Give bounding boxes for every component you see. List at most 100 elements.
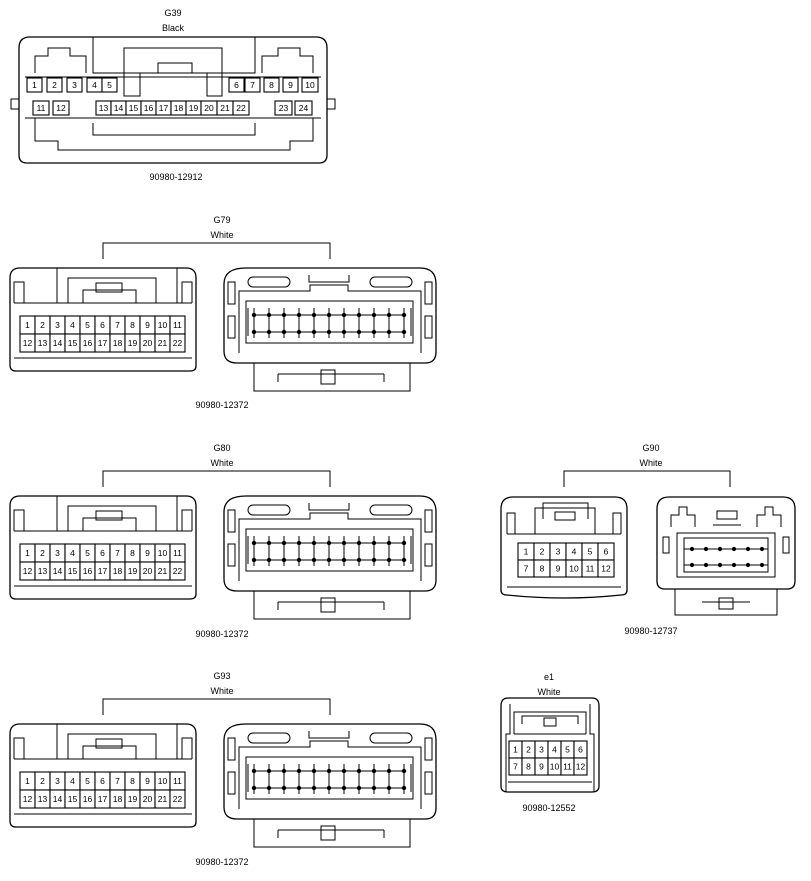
g93-pin-label-17: 17 — [98, 794, 108, 804]
g79-color: White — [210, 230, 233, 240]
g39-pin-label-19: 19 — [189, 103, 199, 113]
g79-pin-label-22: 22 — [173, 338, 183, 348]
g80-pin-label-8: 8 — [130, 548, 135, 558]
g80-pin-label-4: 4 — [70, 548, 75, 558]
e1-pin-12 — [573, 757, 588, 776]
g93-pin-label-22: 22 — [173, 794, 183, 804]
g39-pin-label-22: 22 — [236, 103, 246, 113]
connector-g39: G39 Black 1 2 3 4 5 6 — [10, 8, 336, 182]
g39-pin-label-24: 24 — [299, 103, 309, 113]
e1-pin-label-2: 2 — [526, 745, 531, 755]
g39-pin-label-6: 6 — [234, 80, 239, 90]
g39-pin-22 — [232, 100, 250, 116]
g80-part-number: 90980-12372 — [195, 629, 248, 639]
g39-pin-23 — [274, 100, 293, 116]
g39-pin-label-2: 2 — [52, 80, 57, 90]
g39-pin-label-5: 5 — [107, 80, 112, 90]
g79-pin-label-13: 13 — [38, 338, 48, 348]
g90-pin-label-6: 6 — [604, 547, 609, 557]
g93-pin-label-20: 20 — [143, 794, 153, 804]
g93-pin-label-14: 14 — [53, 794, 63, 804]
g79-pin-label-5: 5 — [85, 320, 90, 330]
g93-pin-label-1: 1 — [25, 776, 30, 786]
g79-pin-label-19: 19 — [128, 338, 138, 348]
g39-pin-6 — [228, 77, 245, 93]
g39-pins: 1 2 3 4 5 6 7 8 9 10 11 12 13 1 — [26, 77, 319, 116]
e1-pin-label-8: 8 — [526, 762, 531, 772]
g79-part-number: 90980-12372 — [195, 400, 248, 410]
g93-pin-label-12: 12 — [23, 794, 33, 804]
g79-pin-label-17: 17 — [98, 338, 108, 348]
g80-pin-label-11: 11 — [173, 548, 182, 558]
g39-code: G39 — [164, 8, 181, 18]
g79-pin-label-8: 8 — [130, 320, 135, 330]
g93-receptacle-view — [223, 723, 437, 848]
g39-pin-label-13: 13 — [99, 103, 109, 113]
g93-pin-label-21: 21 — [158, 794, 168, 804]
e1-color: White — [537, 687, 560, 697]
g93-pin-label-9: 9 — [145, 776, 150, 786]
g39-pin-2 — [46, 77, 63, 93]
g39-pin-10 — [301, 77, 319, 93]
g79-bracket — [102, 242, 331, 259]
g39-part-number: 90980-12912 — [149, 172, 202, 182]
g93-bracket — [102, 698, 331, 715]
g93-pin-label-5: 5 — [85, 776, 90, 786]
g80-color: White — [210, 458, 233, 468]
g93-pin-label-2: 2 — [40, 776, 45, 786]
g90-bracket — [563, 470, 731, 487]
e1-pin-label-10: 10 — [550, 762, 560, 772]
g90-pin-12 — [597, 559, 615, 578]
g39-pin-label-3: 3 — [72, 80, 77, 90]
g79-pin-label-7: 7 — [115, 320, 120, 330]
g90-pin-label-2: 2 — [540, 547, 545, 557]
e1-pin-label-5: 5 — [565, 745, 570, 755]
g39-pin-1 — [26, 77, 43, 93]
e1-pin-label-11: 11 — [563, 762, 572, 772]
g93-pin-label-16: 16 — [83, 794, 93, 804]
g80-pin-label-13: 13 — [38, 566, 48, 576]
g39-pin-5 — [101, 77, 118, 93]
g93-pin-label-4: 4 — [70, 776, 75, 786]
g39-pin-label-15: 15 — [129, 103, 139, 113]
g39-pin-label-8: 8 — [269, 80, 274, 90]
g80-pin-label-16: 16 — [83, 566, 93, 576]
g79-pin-label-1: 1 — [25, 320, 30, 330]
g80-pin-label-2: 2 — [40, 548, 45, 558]
g39-pin-8 — [263, 77, 280, 93]
g90-pin-label-4: 4 — [572, 547, 577, 557]
g39-pin-11 — [32, 100, 50, 116]
g80-pin-label-17: 17 — [98, 566, 108, 576]
e1-pin-label-9: 9 — [539, 762, 544, 772]
g39-pin-label-12: 12 — [56, 103, 66, 113]
g93-pin-label-11: 11 — [173, 776, 182, 786]
g90-receptacle-view — [656, 496, 796, 616]
g90-part-number: 90980-12737 — [624, 626, 677, 636]
g39-pin-label-1: 1 — [32, 80, 37, 90]
g79-code: G79 — [213, 215, 230, 225]
g80-pin-label-6: 6 — [100, 548, 105, 558]
g93-pin-label-6: 6 — [100, 776, 105, 786]
g39-pin-label-18: 18 — [174, 103, 184, 113]
g80-pin-label-3: 3 — [55, 548, 60, 558]
g93-part-number: 90980-12372 — [195, 857, 248, 867]
g39-color: Black — [162, 23, 185, 33]
g90-pin-label-5: 5 — [588, 547, 593, 557]
g80-pin-label-1: 1 — [25, 548, 30, 558]
g80-pin-label-9: 9 — [145, 548, 150, 558]
g39-pin-3 — [66, 77, 83, 93]
g93-pin-label-18: 18 — [113, 794, 123, 804]
e1-pin-label-6: 6 — [578, 745, 583, 755]
g39-pin-label-20: 20 — [204, 103, 214, 113]
e1-pin-label-3: 3 — [539, 745, 544, 755]
g79-pin-label-12: 12 — [23, 338, 33, 348]
g90-pin-label-7: 7 — [524, 564, 529, 574]
e1-pin-label-7: 7 — [513, 762, 518, 772]
